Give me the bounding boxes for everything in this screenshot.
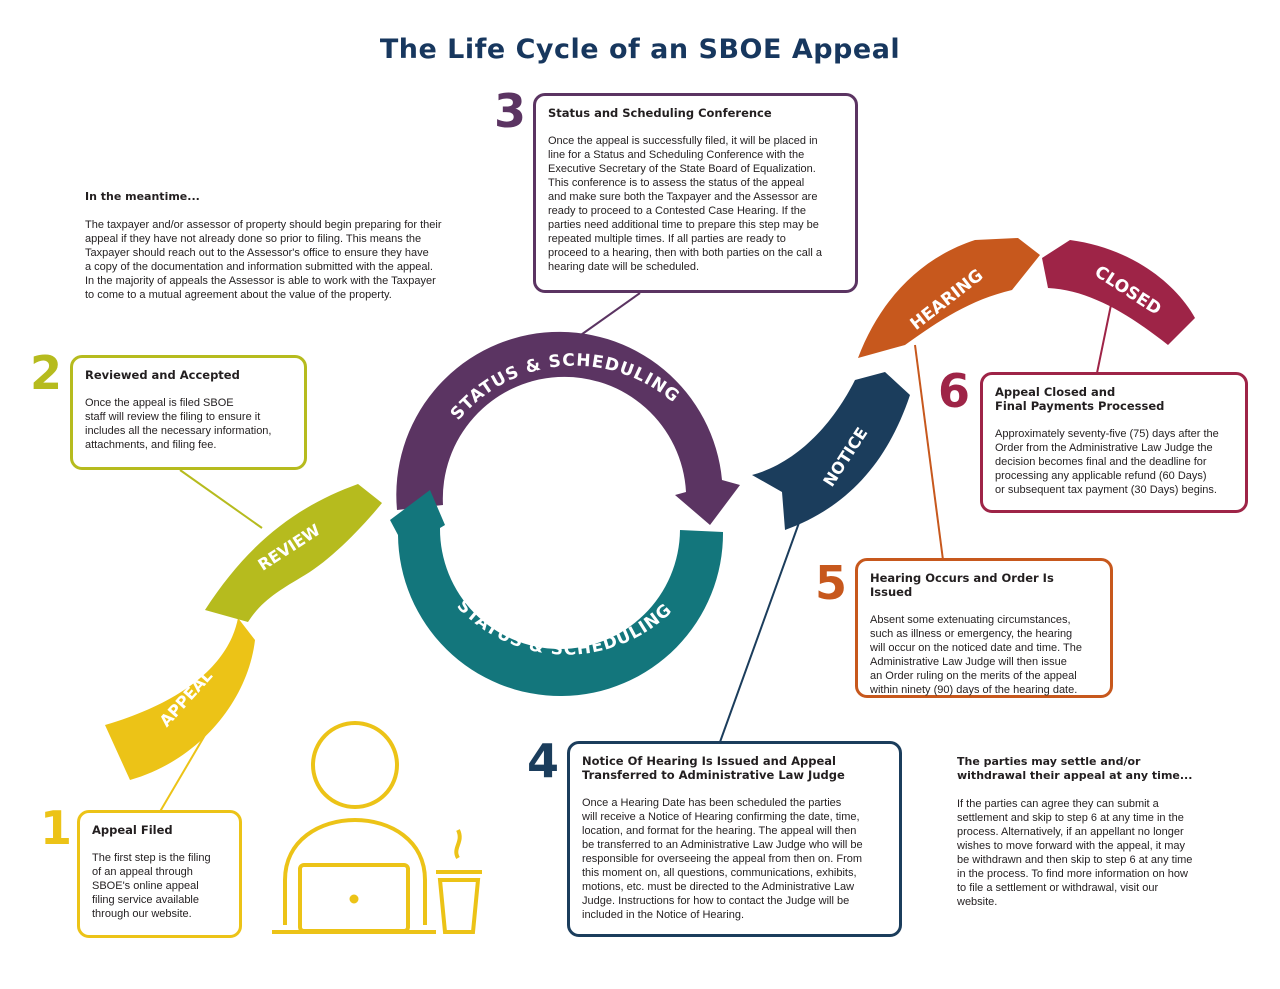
step-3-body: Once the appeal is successfully filed, i… [548, 135, 822, 273]
step-2-title: Reviewed and Accepted [85, 368, 240, 382]
page-title: The Life Cycle of an SBOE Appeal [379, 34, 901, 65]
step-3-title: Status and Scheduling Conference [548, 106, 772, 120]
appeal-arrow: APPEAL [105, 618, 255, 780]
step-4-title: Notice Of Hearing Is Issued and Appeal T… [582, 754, 845, 782]
step-4-box: Notice Of Hearing Is Issued and Appeal T… [567, 741, 902, 937]
step-1-title: Appeal Filed [92, 823, 173, 837]
connector-step6 [1096, 299, 1113, 374]
closed-arrow: CLOSED [1042, 240, 1195, 345]
step-5-number: 5 [815, 556, 848, 610]
step-6-title: Appeal Closed and Final Payments Process… [995, 385, 1165, 413]
step-1-number: 1 [40, 801, 73, 855]
step-4-body: Once a Hearing Date has been scheduled t… [582, 797, 863, 921]
step-1-box: Appeal Filed The first step is the filin… [77, 810, 242, 938]
notice-arrow-shape [752, 372, 910, 530]
notice-arrow: NOTICE [752, 372, 910, 530]
step-2-box: Reviewed and Accepted Once the appeal is… [70, 355, 307, 470]
meantime-heading: In the meantime... [85, 190, 200, 203]
status-bottom-arc: STATUS & SCHEDULING [390, 490, 724, 697]
step-3-number: 3 [494, 84, 527, 138]
step-5-body: Absent some extenuating circumstances, s… [870, 614, 1082, 696]
status-top-arc-shape [396, 331, 740, 525]
step-6-body: Approximately seventy-five (75) days aft… [995, 428, 1219, 496]
step-4-number: 4 [527, 734, 560, 788]
hearing-arrow-shape [858, 238, 1040, 358]
hearing-arrow: HEARING [858, 238, 1040, 358]
appeal-arrow-shape [105, 618, 255, 780]
status-bottom-arc-shape [390, 490, 724, 697]
coffee-cup-icon [436, 829, 482, 934]
settle-body: If the parties can agree they can submit… [957, 798, 1193, 908]
connector-step1 [157, 734, 206, 816]
step-6-number: 6 [938, 364, 971, 418]
closed-arrow-shape [1042, 240, 1195, 345]
step-1-body: The first step is the filing of an appea… [92, 852, 211, 920]
review-arrow-shape [205, 484, 382, 622]
settle-note: The parties may settle and/or withdrawal… [957, 755, 1257, 909]
meantime-note: In the meantime... The taxpayer and/or a… [85, 190, 485, 302]
step-2-number: 2 [30, 346, 63, 400]
step-5-box: Hearing Occurs and Order Is Issued Absen… [855, 558, 1113, 698]
review-arrow: REVIEW [205, 484, 382, 622]
status-top-arc: STATUS & SCHEDULING [396, 331, 740, 525]
connector-step2 [179, 469, 263, 529]
step-6-box: Appeal Closed and Final Payments Process… [980, 372, 1248, 513]
person-at-laptop-icon [272, 721, 436, 934]
step-3-box: Status and Scheduling Conference Once th… [533, 93, 858, 293]
settle-heading: The parties may settle and/or withdrawal… [957, 755, 1193, 782]
connector-step3 [577, 292, 641, 338]
meantime-body: The taxpayer and/or assessor of property… [85, 219, 442, 301]
step-5-title: Hearing Occurs and Order Is Issued [870, 571, 1054, 599]
step-2-body: Once the appeal is filed SBOE staff will… [85, 397, 272, 451]
connector-step5 [914, 344, 944, 561]
connector-step4 [719, 519, 801, 743]
